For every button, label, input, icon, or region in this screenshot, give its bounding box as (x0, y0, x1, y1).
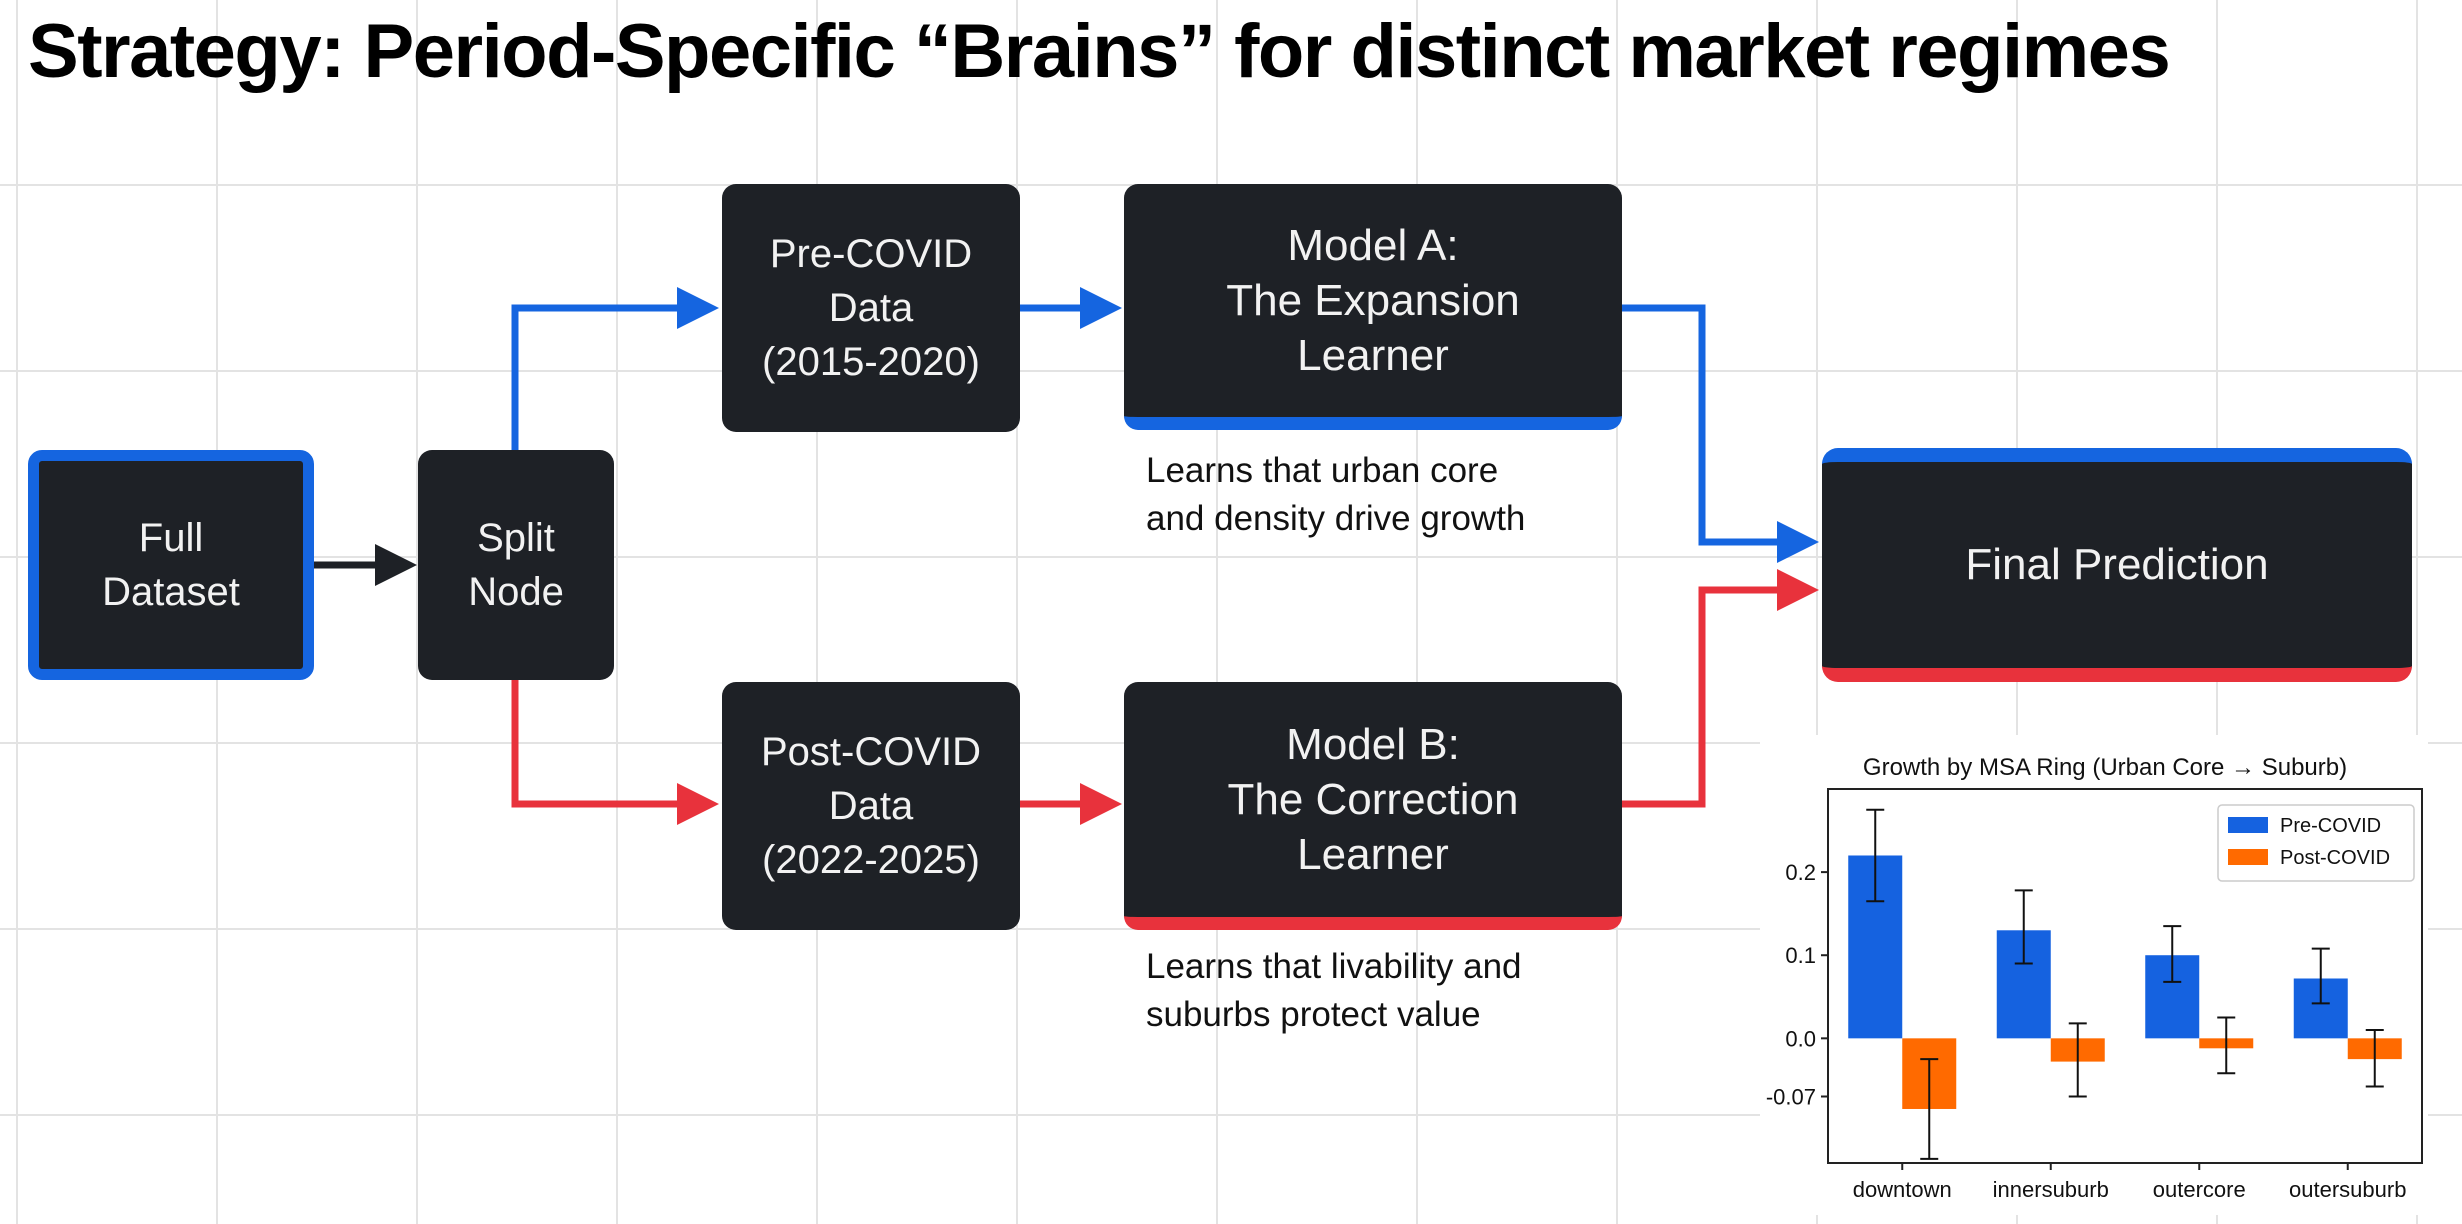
arrow-model-b-to-final (1622, 569, 1819, 808)
plot-frame (1827, 788, 2423, 1164)
legend-swatch (2228, 817, 2268, 833)
growth-chart: Growth by MSA Ring (Urban Core → Suburb)… (1760, 735, 2428, 1215)
model-a-note: Learns that urban core and density drive… (1146, 451, 1526, 538)
y-tick-label: 0.2 (1785, 860, 1816, 885)
arrow-model-a-to-final (1622, 304, 1819, 563)
x-tick-label: downtown (1853, 1177, 1952, 1202)
y-tick-label: 0.0 (1785, 1026, 1816, 1051)
pre-covid-data-node: Pre-COVID Data (2015-2020) (722, 184, 1020, 432)
legend-swatch (2228, 849, 2268, 865)
page-title: Strategy: Period-Specific “Brains” for d… (28, 9, 2171, 94)
arrow-split-to-pre (511, 287, 719, 452)
arrow-split-to-post (511, 680, 719, 825)
x-tick-label: outersuburb (2289, 1177, 2406, 1202)
split-node: Split Node (418, 450, 614, 680)
chart-title: Growth by MSA Ring (Urban Core → Suburb) (1863, 754, 2347, 781)
final-prediction-node: Final Prediction (1822, 448, 2412, 682)
model-b-note: Learns that livability and suburbs prote… (1146, 947, 1522, 1034)
model-b-node: Model B: The Correction Learner (1124, 682, 1622, 930)
model-a-node: Model A: The Expansion Learner (1124, 184, 1622, 430)
x-tick-label: outercore (2153, 1177, 2246, 1202)
post-covid-data-node: Post-COVID Data (2022-2025) (722, 682, 1020, 930)
legend-label: Post-COVID (2280, 847, 2390, 869)
y-tick-label: 0.1 (1785, 943, 1816, 968)
full-dataset-node: Full Dataset (28, 450, 314, 680)
legend-label: Pre-COVID (2280, 815, 2381, 837)
y-tick-label: -0.07 (1766, 1085, 1816, 1110)
x-tick-label: innersuburb (1993, 1177, 2109, 1202)
